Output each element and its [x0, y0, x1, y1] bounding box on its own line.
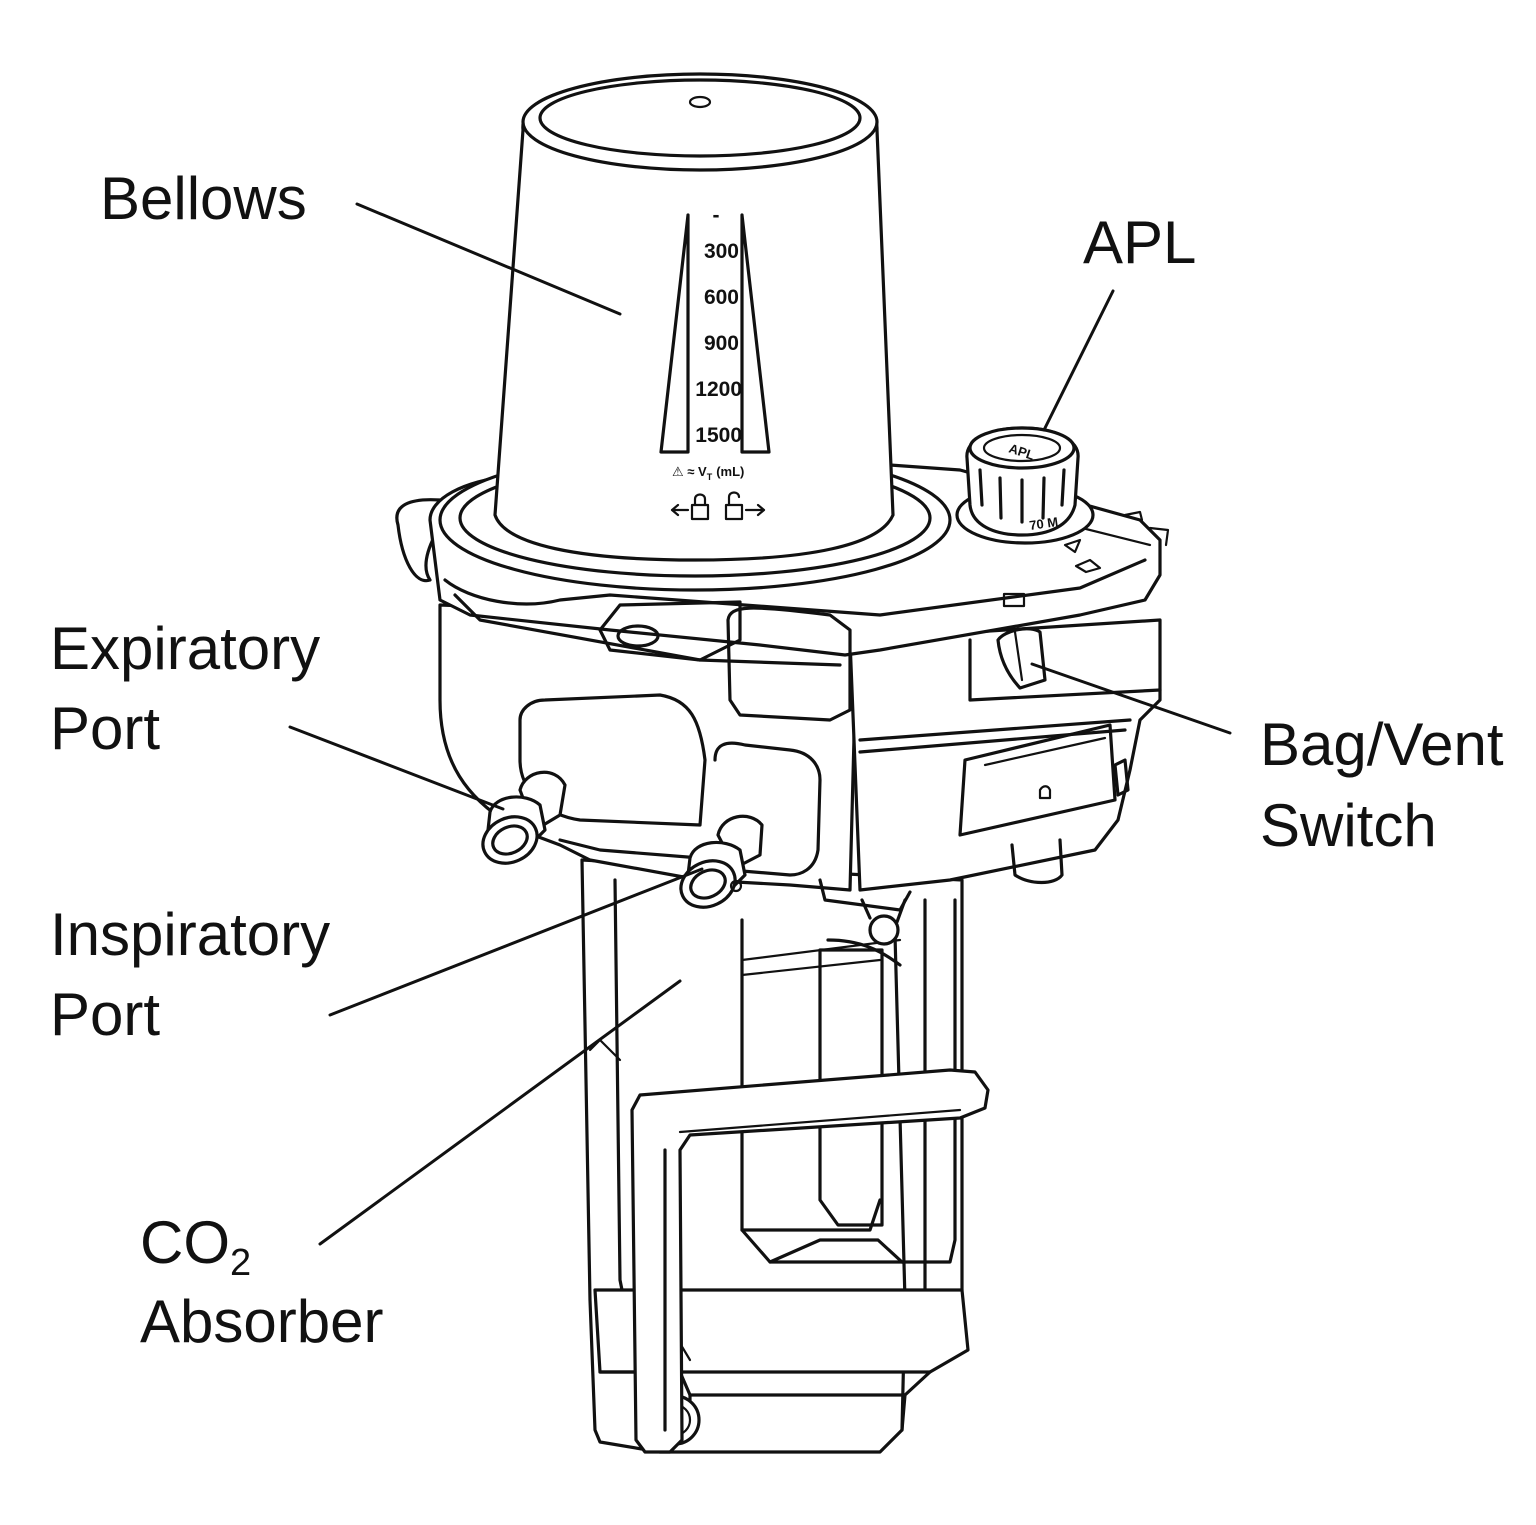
scale-top-mark: -: [713, 204, 720, 227]
apl-valve-knob: APL 70 M: [955, 426, 1095, 554]
bag-vent-switch-label-line2: Switch: [1260, 792, 1437, 859]
expiratory-port-label-line2: Port: [50, 695, 160, 762]
inspiratory-port-leader: [328, 867, 704, 1017]
co2-absorber-canister: [580, 858, 990, 1454]
scale-mark-1500: 1500: [695, 424, 742, 447]
scale-mark-300: 300: [704, 240, 739, 263]
leader-lines: [288, 202, 1232, 1246]
expiratory-port-leader: [288, 725, 505, 811]
inspiratory-port: [679, 814, 764, 909]
expiratory-port: [481, 770, 567, 865]
bellows-scale: - 300 600 900 1200 1500 ⚠ ≈ VT(mL): [670, 204, 766, 521]
expiratory-port-label-line1: Expiratory: [50, 615, 320, 682]
bag-vent-switch-leader: [1030, 662, 1232, 735]
bellows-leader: [355, 202, 622, 316]
co2-absorber-leader: [318, 979, 682, 1246]
scale-mark-900: 900: [704, 332, 739, 355]
apl-label: APL: [1083, 209, 1196, 276]
co2-subscript-text: 2: [230, 1242, 251, 1284]
co2-absorber-label-line2: Absorber: [140, 1288, 383, 1355]
bellows-dome: [493, 72, 895, 562]
inspiratory-port-label-line1: Inspiratory: [50, 901, 330, 968]
bellows-label: Bellows: [100, 165, 307, 232]
scale-mark-600: 600: [704, 286, 739, 309]
co2-main-text: CO: [140, 1209, 230, 1276]
callout-labels: Bellows APL Expiratory Port Inspiratory …: [50, 165, 1504, 1355]
co2-absorber-label-line1: CO2: [140, 1209, 251, 1284]
scale-mark-1200: 1200: [695, 378, 742, 401]
volume-legend: ⚠ ≈ VT(mL): [672, 464, 744, 482]
apl-dial-value: 70 M: [1028, 514, 1059, 533]
unlock-icon: [724, 491, 766, 521]
lock-icon: [670, 493, 710, 521]
apl-leader: [1042, 289, 1115, 432]
inspiratory-port-label-line2: Port: [50, 981, 160, 1048]
bag-vent-switch-label-line1: Bag/Vent: [1260, 711, 1504, 778]
